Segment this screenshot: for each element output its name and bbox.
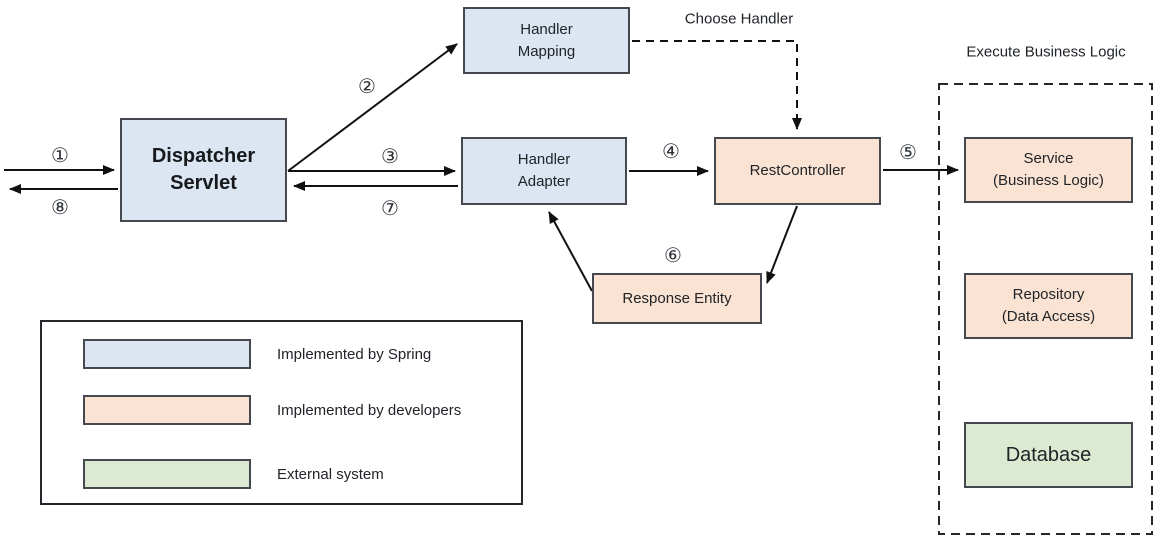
legend-swatch-developers — [83, 395, 251, 425]
legend-box: Implemented by Spring Implemented by dev… — [40, 320, 523, 505]
execute-region-dashed-border — [938, 83, 1153, 535]
legend-item-developers: Implemented by developers — [42, 395, 521, 425]
arrow-step-6-to-response-entity — [766, 205, 798, 284]
legend-item-spring: Implemented by Spring — [42, 339, 521, 369]
service-label-line2: (Business Logic) — [993, 172, 1104, 189]
rest-controller-box: RestController — [714, 137, 881, 205]
step-8-badge: ⑧ — [51, 195, 69, 219]
handler-mapping-box: Handler Mapping — [463, 7, 630, 74]
handler-adapter-box: Handler Adapter — [461, 137, 627, 205]
arrow-step-2-to-handler-mapping — [287, 43, 458, 172]
service-label-line1: Service — [1023, 150, 1074, 168]
database-label: Database — [1005, 443, 1092, 466]
legend-label-developers: Implemented by developers — [277, 401, 462, 419]
dispatcher-servlet-box: Dispatcher Servlet — [120, 118, 287, 222]
legend-label-external: External system — [277, 465, 384, 483]
legend-swatch-external — [83, 459, 251, 489]
repository-box: Repository (Data Access) — [964, 273, 1133, 339]
step-3-badge: ③ — [381, 144, 399, 168]
handler-mapping-label-line1: Handler — [520, 20, 573, 38]
dispatcher-servlet-label-line2: Servlet — [170, 172, 237, 194]
step-5-badge: ⑤ — [899, 140, 917, 164]
step-6-badge: ⑥ — [664, 243, 682, 267]
step-1-badge: ① — [51, 143, 69, 167]
handler-adapter-label-line1: Handler — [517, 151, 571, 169]
repository-label-line2: (Data Access) — [1001, 308, 1096, 325]
handler-mapping-label-line2: Mapping — [517, 42, 576, 60]
response-entity-label: Response Entity — [622, 289, 732, 307]
legend-item-external: External system — [42, 459, 521, 489]
handler-adapter-label-line2: Adapter — [517, 173, 571, 190]
rest-controller-label: RestController — [749, 162, 846, 180]
response-entity-box: Response Entity — [592, 273, 762, 324]
step-2-badge: ② — [358, 74, 376, 98]
dispatcher-servlet-label-line1: Dispatcher — [151, 145, 256, 167]
step-4-badge: ④ — [662, 139, 680, 163]
repository-label-line1: Repository — [1012, 286, 1085, 304]
choose-handler-annotation: Choose Handler — [684, 10, 794, 28]
dashed-arrow-choose-handler — [632, 40, 802, 130]
database-box: Database — [964, 422, 1133, 488]
service-box: Service (Business Logic) — [964, 137, 1133, 203]
execute-business-logic-annotation: Execute Business Logic — [966, 43, 1126, 61]
legend-label-spring: Implemented by Spring — [277, 345, 432, 363]
arrow-step-6-to-handler-adapter — [548, 211, 593, 292]
step-7-badge: ⑦ — [381, 196, 399, 220]
legend-swatch-spring — [83, 339, 251, 369]
